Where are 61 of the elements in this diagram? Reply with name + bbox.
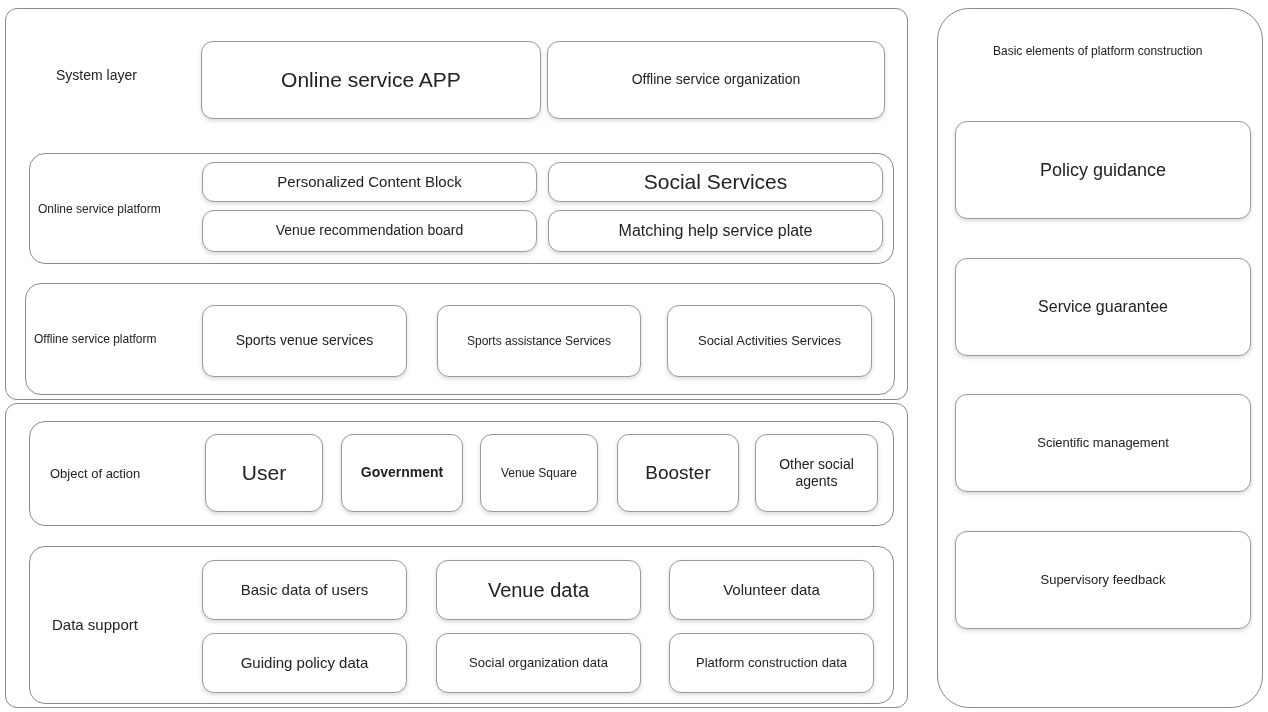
service-box xyxy=(955,531,1251,629)
layer-panel xyxy=(5,403,908,708)
panel-heading: Object of action xyxy=(50,465,142,482)
layer-panel xyxy=(5,8,908,400)
service-box xyxy=(755,434,878,512)
panel-heading: Basic elements of platform construction xyxy=(993,44,1204,59)
platform-band xyxy=(25,283,895,395)
box-label: Social Services xyxy=(643,168,788,195)
service-box xyxy=(202,162,537,202)
service-box xyxy=(202,305,407,377)
service-box xyxy=(667,305,872,377)
service-box xyxy=(436,560,641,620)
service-box xyxy=(202,633,407,693)
box-label: Social Activities Services xyxy=(697,332,842,350)
box-label: Booster xyxy=(645,461,711,485)
service-box xyxy=(436,633,641,693)
panel-heading: Data support xyxy=(52,615,139,635)
box-label: Volunteer data xyxy=(723,580,820,600)
service-box xyxy=(547,41,885,119)
box-label: Policy guidance xyxy=(1039,158,1167,182)
layer-panel xyxy=(937,8,1263,708)
box-label: Guiding policy data xyxy=(240,653,369,673)
panel-heading: Offline service platform xyxy=(34,331,158,347)
platform-band xyxy=(29,421,894,526)
box-label: Social organization data xyxy=(469,654,608,672)
box-label: Government xyxy=(360,464,444,482)
service-box xyxy=(201,41,541,119)
service-box xyxy=(341,434,463,512)
service-box xyxy=(480,434,598,512)
service-box xyxy=(205,434,323,512)
service-box xyxy=(617,434,739,512)
box-label: Basic data of users xyxy=(240,580,369,600)
panel-heading: Online service platform xyxy=(38,201,162,216)
box-label: User xyxy=(241,459,287,486)
box-label: Platform construction data xyxy=(696,654,847,672)
service-box xyxy=(437,305,641,377)
box-label: Matching help service plate xyxy=(618,221,813,241)
service-box xyxy=(669,560,874,620)
box-label: Other social agents xyxy=(778,455,855,491)
service-box xyxy=(548,210,883,252)
service-box xyxy=(202,560,407,620)
service-box xyxy=(955,121,1251,219)
box-label: Sports venue services xyxy=(235,332,374,350)
panel-heading: System layer xyxy=(56,67,138,85)
box-label: Venue Square xyxy=(500,465,578,481)
box-label: Supervisory feedback xyxy=(1040,571,1166,589)
box-label: Scientific management xyxy=(1037,434,1169,452)
box-label: Offline service organization xyxy=(631,71,801,89)
box-label: Personalized Content Block xyxy=(277,172,462,192)
service-box xyxy=(955,258,1251,356)
box-label: Service guarantee xyxy=(1038,297,1168,317)
box-label: Sports assistance Services xyxy=(466,333,612,349)
platform-band xyxy=(29,546,894,704)
service-box xyxy=(669,633,874,693)
box-label: Venue data xyxy=(487,577,590,603)
service-box xyxy=(548,162,883,202)
box-label: Online service APP xyxy=(281,66,461,93)
platform-band xyxy=(29,153,894,264)
service-box xyxy=(955,394,1251,492)
box-label: Venue recommendation board xyxy=(275,222,464,240)
service-box xyxy=(202,210,537,252)
